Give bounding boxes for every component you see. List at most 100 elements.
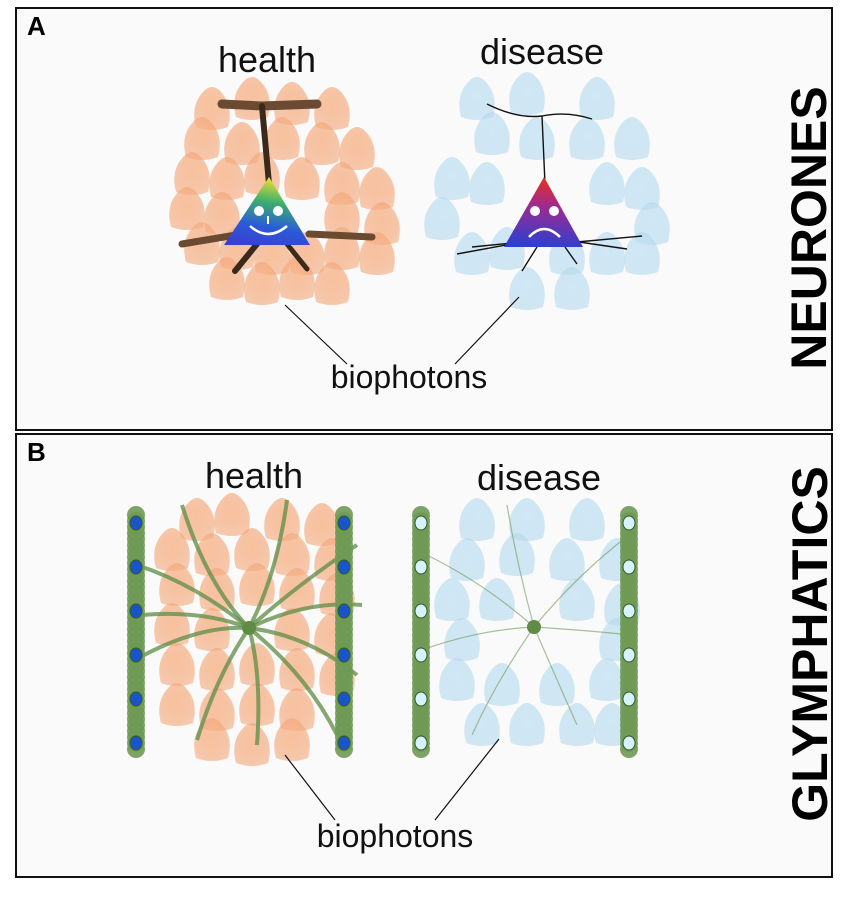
glymphatics-health-label: health xyxy=(204,455,304,496)
biophoton-blob xyxy=(274,718,310,761)
biophoton-blob xyxy=(509,267,545,310)
biophoton-blob xyxy=(234,723,270,766)
biophoton-blob xyxy=(304,122,340,165)
disease-glymphatic-channels xyxy=(421,504,633,736)
disease-biophoton-cluster xyxy=(424,72,670,310)
panel-letter-a: A xyxy=(27,11,46,41)
biophoton-blob xyxy=(179,498,215,541)
biophoton-blob xyxy=(559,578,595,621)
vessel-node xyxy=(622,647,636,663)
biophoton-blob xyxy=(449,538,485,581)
biophoton-blob xyxy=(359,232,395,275)
vessel-node xyxy=(129,559,143,575)
biophoton-blob xyxy=(324,162,360,205)
panel-neurones: A health disease biophotons NEURONES xyxy=(15,7,837,431)
glymphatics-illustration xyxy=(127,493,640,821)
biophoton-blob xyxy=(279,648,315,691)
biophoton-blob xyxy=(199,648,235,691)
biophoton-blob xyxy=(314,262,350,305)
biophoton-blob xyxy=(624,167,660,210)
neurones-biophotons-label: biophotons xyxy=(330,359,488,395)
health-glymphatic-channels xyxy=(134,499,363,746)
biophoton-blob xyxy=(469,162,505,205)
panel-glymphatics: B health disease biophotons GLYMPHATICS xyxy=(15,433,838,878)
vessel-node xyxy=(622,691,636,707)
biophoton-blob xyxy=(614,117,650,160)
vessel-node xyxy=(129,691,143,707)
vessel-node xyxy=(129,735,143,751)
biophoton-blob xyxy=(234,528,270,571)
glymphatics-disease-label: disease xyxy=(476,457,602,498)
biophoton-blob xyxy=(314,87,350,130)
vessel-node xyxy=(414,515,428,531)
biophoton-blob xyxy=(174,152,210,195)
biophoton-blob xyxy=(154,528,190,571)
biophoton-blob xyxy=(339,127,375,170)
diseased-dendrites xyxy=(456,103,643,272)
biophoton-blob xyxy=(444,618,480,661)
biophoton-blob xyxy=(209,157,245,200)
biophoton-blob xyxy=(484,663,520,706)
biophoton-blob xyxy=(194,718,230,761)
vessel-node xyxy=(414,647,428,663)
vessel-node xyxy=(622,559,636,575)
health-junction-node xyxy=(242,621,256,635)
biophoton-blob xyxy=(589,162,625,205)
vessel-node xyxy=(129,647,143,663)
health-pointer-line xyxy=(284,304,348,365)
biophoton-blob xyxy=(454,232,490,275)
biophoton-blob xyxy=(304,503,340,546)
disease-junction-node xyxy=(527,620,541,634)
biophoton-blob xyxy=(159,683,195,726)
vessel-node xyxy=(337,559,351,575)
vessel-node xyxy=(129,603,143,619)
biophoton-blob xyxy=(459,77,495,120)
biophoton-blob xyxy=(439,658,475,701)
neurones-disease-label: disease xyxy=(479,31,605,72)
vessel-node xyxy=(337,691,351,707)
biophoton-blob xyxy=(264,117,300,160)
biophoton-blob xyxy=(479,578,515,621)
biophoton-blob xyxy=(359,167,395,210)
biophoton-blob xyxy=(324,192,360,235)
biophoton-blob xyxy=(434,157,470,200)
disease-pointer-line xyxy=(434,738,500,821)
vessel-node xyxy=(414,559,428,575)
biophoton-blob xyxy=(159,643,195,686)
sad-neuron-icon xyxy=(504,177,583,247)
biophoton-blob xyxy=(569,117,605,160)
vessel-node xyxy=(414,735,428,751)
vessel-node xyxy=(414,603,428,619)
biophoton-blob xyxy=(434,578,470,621)
biophoton-blob xyxy=(624,232,660,275)
vessel-node xyxy=(337,515,351,531)
biophoton-blob xyxy=(159,563,195,606)
biophoton-blob xyxy=(424,197,460,240)
biophoton-blob xyxy=(519,117,555,160)
panel-letter-b: B xyxy=(27,437,46,467)
vessel-node xyxy=(414,691,428,707)
vessel-walls xyxy=(127,506,638,758)
biophoton-blob xyxy=(549,538,585,581)
neurones-health-label: health xyxy=(217,39,317,80)
biophoton-blob xyxy=(464,703,500,746)
biophoton-blob xyxy=(589,232,625,275)
disease-pointer-line xyxy=(454,296,520,365)
health-biophoton-cluster xyxy=(169,77,400,305)
biophoton-blob xyxy=(509,72,545,115)
biophoton-blob xyxy=(539,663,575,706)
vessel-node xyxy=(622,735,636,751)
biophoton-blob xyxy=(244,262,280,305)
biophoton-blob xyxy=(214,493,250,536)
vessel-node xyxy=(622,603,636,619)
biophoton-blob xyxy=(589,658,625,701)
biophoton-blob xyxy=(204,192,240,235)
biophoton-blob xyxy=(224,122,260,165)
biophoton-blob xyxy=(509,703,545,746)
vessel-node xyxy=(337,647,351,663)
vessel-node xyxy=(337,603,351,619)
biophoton-blob xyxy=(509,498,545,541)
vessel-node xyxy=(129,515,143,531)
biophoton-blob xyxy=(459,498,495,541)
vessel-node xyxy=(337,735,351,751)
